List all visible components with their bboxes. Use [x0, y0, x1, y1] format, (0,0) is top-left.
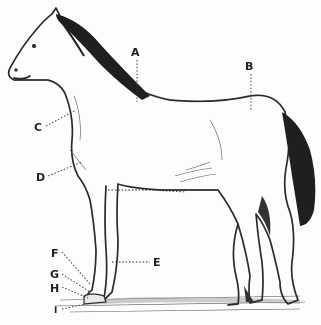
front-hoof	[84, 294, 106, 304]
leader-lines	[46, 60, 251, 309]
label-b: B	[245, 60, 253, 73]
label-c: C	[34, 121, 42, 134]
label-e: E	[153, 256, 161, 269]
horse-tail	[282, 112, 315, 226]
hind-leg-shading	[244, 196, 270, 302]
label-f: F	[51, 247, 59, 260]
label-a: A	[131, 46, 140, 59]
label-d: D	[36, 171, 45, 184]
label-h: H	[50, 282, 59, 295]
label-i: I	[54, 306, 57, 316]
label-g: G	[50, 268, 59, 281]
